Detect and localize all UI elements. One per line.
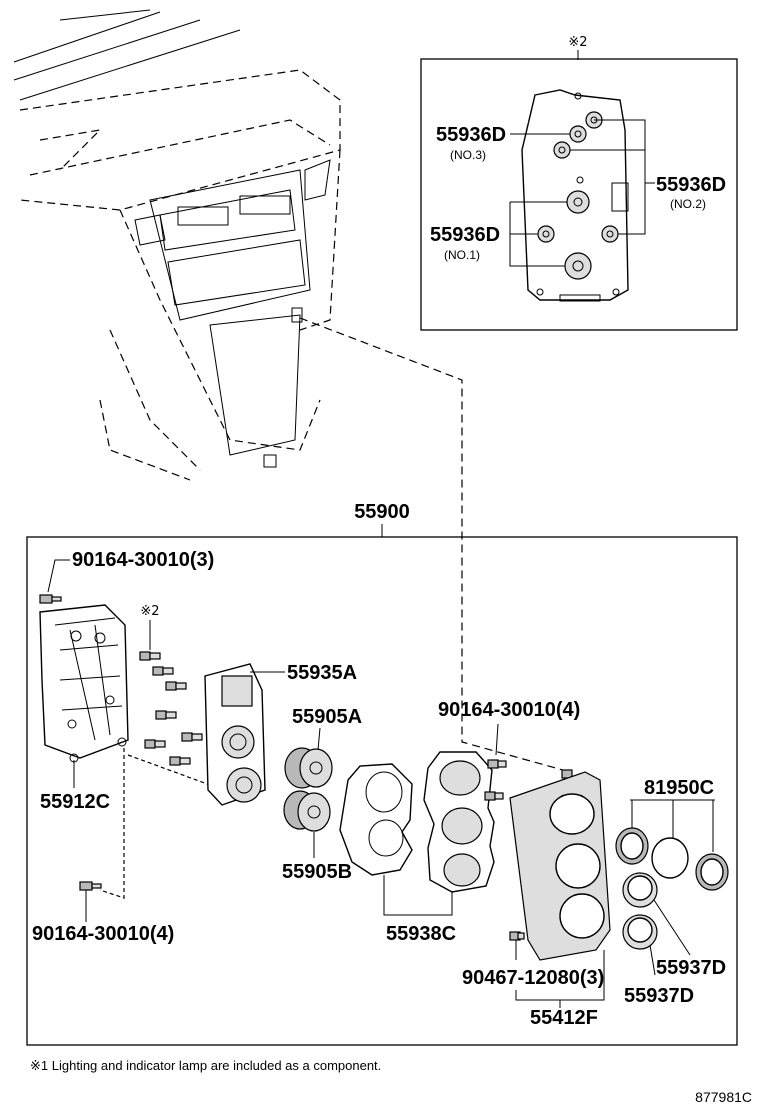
dashboard-connector-line bbox=[299, 317, 571, 773]
bolt-mid bbox=[484, 759, 507, 801]
lens-81950c bbox=[651, 837, 689, 879]
board-socket-upper bbox=[221, 725, 255, 759]
figure-code: 877981C bbox=[695, 1089, 752, 1105]
inset-lamp-no1 bbox=[537, 225, 555, 243]
panel-55938c bbox=[423, 751, 495, 893]
label-panel: 55938C bbox=[386, 923, 456, 945]
ring-55937d-a bbox=[622, 872, 658, 908]
label-screw: 90467-12080(3) bbox=[462, 967, 604, 989]
assembly-part-number: 55900 bbox=[354, 501, 410, 523]
label-bolt-mid: 90164-30010(4) bbox=[438, 699, 580, 721]
label-bolt-top: 90164-30010(3) bbox=[72, 549, 214, 571]
label-knob-b: 55905B bbox=[282, 861, 352, 883]
label-cover: 55412F bbox=[530, 1007, 598, 1029]
bolt-bottom bbox=[79, 881, 102, 891]
label-bracket: 55912C bbox=[40, 791, 110, 813]
label-knob-a: 55905A bbox=[292, 706, 362, 728]
inset-lamp-bottom bbox=[564, 252, 592, 280]
inset-frame bbox=[420, 58, 738, 331]
inset-marker: ※2 bbox=[568, 35, 587, 50]
screw-small bbox=[509, 931, 525, 941]
inset-label-no2-part: 55936D bbox=[656, 174, 726, 196]
assembly-marker: ※2 bbox=[140, 604, 159, 619]
inset-lamp-no3 bbox=[569, 125, 587, 143]
label-ring-set: 81950C bbox=[644, 777, 714, 799]
label-bolt-bottom: 90164-30010(4) bbox=[32, 923, 174, 945]
bolt-top bbox=[39, 594, 62, 604]
board-socket-lower bbox=[226, 767, 262, 803]
ring-55937d-b bbox=[622, 914, 658, 950]
inset-label-no3-sub: (NO.3) bbox=[450, 148, 486, 162]
inset-label-no2-sub: (NO.2) bbox=[670, 197, 706, 211]
footnote: ※1 Lighting and indicator lamp are inclu… bbox=[30, 1058, 381, 1073]
ring-81950c-a bbox=[615, 827, 649, 865]
label-ring-2: 55937D bbox=[624, 985, 694, 1007]
board-switch bbox=[221, 675, 253, 707]
inset-detail: ※2 bbox=[420, 35, 738, 331]
lamp-bulbs bbox=[139, 651, 203, 766]
dashboard-illustration bbox=[13, 9, 341, 481]
inset-lamp-right bbox=[601, 225, 619, 243]
bezel-frame bbox=[339, 763, 413, 876]
inset-label-no3-part: 55936D bbox=[436, 124, 506, 146]
inset-label-no1-sub: (NO.1) bbox=[444, 248, 480, 262]
label-board: 55935A bbox=[287, 662, 357, 684]
knob-55905a bbox=[284, 747, 333, 789]
bracket-55912c bbox=[39, 604, 129, 759]
assembly-detail: 55900 90164-30010(3) 55912C 90164-30010(… bbox=[26, 501, 738, 1046]
assembly-frame bbox=[26, 536, 738, 1046]
ring-81950c-b bbox=[695, 853, 729, 891]
cover-55412f bbox=[509, 771, 611, 961]
inset-label-no1-part: 55936D bbox=[430, 224, 500, 246]
knob-55905b bbox=[283, 790, 331, 832]
inset-lamp-no2a bbox=[553, 141, 571, 159]
label-ring-1: 55937D bbox=[656, 957, 726, 979]
inset-lamp-center bbox=[566, 190, 590, 214]
